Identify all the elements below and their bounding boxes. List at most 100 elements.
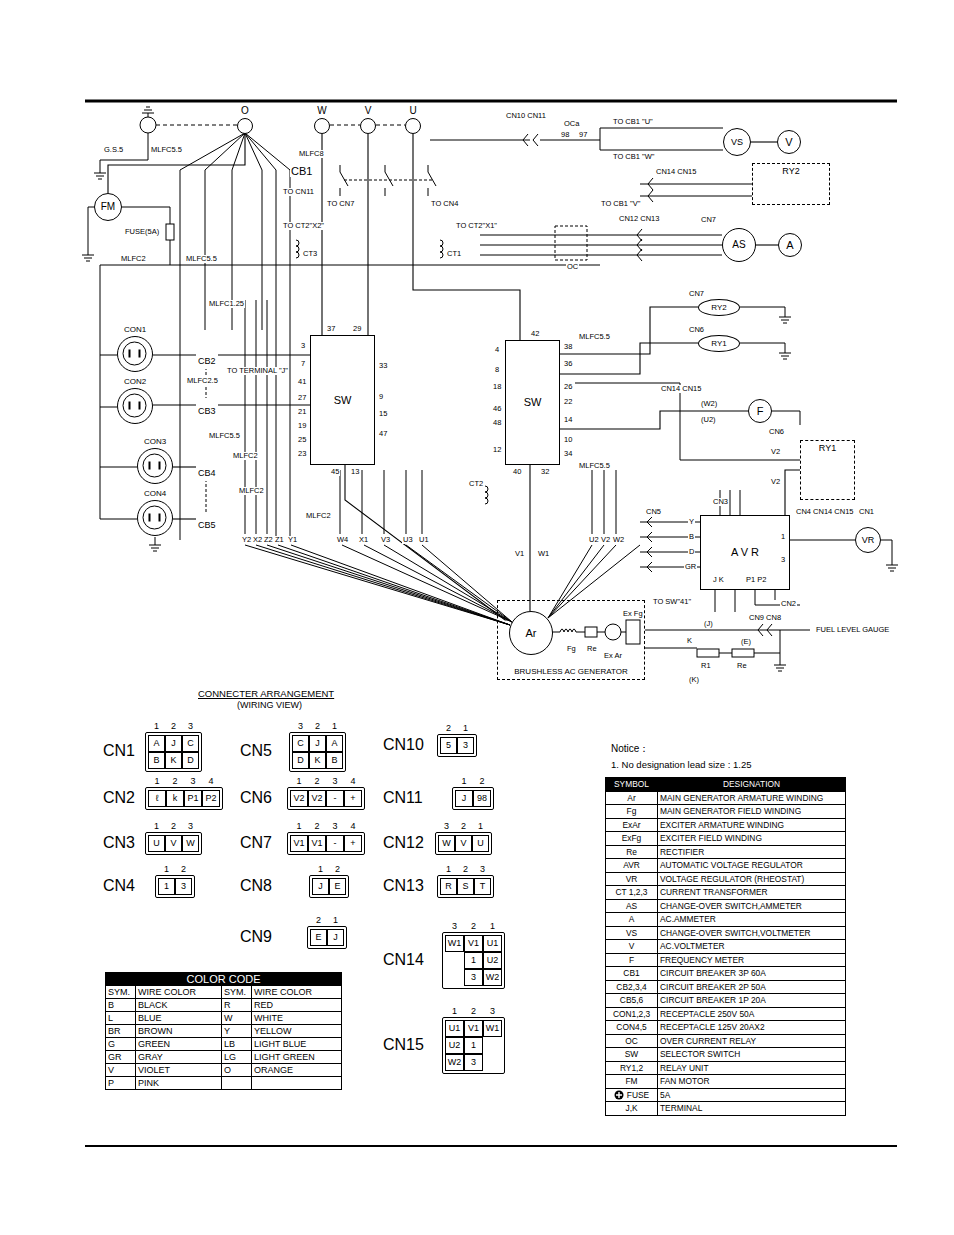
pin-cell: C	[292, 735, 309, 752]
table-text: W	[224, 1014, 233, 1023]
table-cell: LB	[222, 1038, 252, 1051]
diagram-label: 34	[564, 449, 572, 458]
terminal: U	[405, 106, 421, 134]
diagram-label: 38	[564, 342, 572, 351]
table-text: EXCITER FIELD WINDING	[660, 834, 762, 842]
table-text: LIGHT BLUE	[254, 1040, 306, 1049]
diagram-label: OCa	[564, 119, 579, 128]
diagram-label: 97	[579, 130, 587, 139]
node-text: VR	[862, 536, 875, 545]
wire-line	[592, 470, 616, 534]
diagram-label: Y2	[242, 535, 251, 544]
receptacle: CON3	[137, 438, 173, 484]
diagram-label: K	[687, 636, 692, 645]
wire-line	[340, 470, 422, 534]
node-text: FM	[101, 202, 115, 212]
diagram-label: 12	[493, 445, 501, 454]
node-text: Ar	[526, 628, 537, 639]
label-patch: TO CN4	[430, 200, 459, 208]
diagram-label: 47	[379, 429, 387, 438]
terminal-icon	[614, 1090, 624, 1100]
label-patch: Notice：	[610, 744, 650, 754]
label-patch: V2	[600, 536, 611, 544]
ammeter-switch: AS	[722, 228, 756, 262]
label-patch: 33	[378, 362, 388, 370]
table-text: BLUE	[138, 1014, 162, 1023]
receptacle-face	[123, 394, 146, 417]
table-cell: RECEPTACLE 250V 50A	[658, 1008, 846, 1022]
pin-cell: V1	[464, 935, 483, 952]
table-cell: P	[106, 1077, 136, 1090]
table-cell: AC.AMMETER	[658, 913, 846, 927]
wire-line	[648, 178, 653, 202]
table-cell: G	[106, 1038, 136, 1051]
terminal-ring	[137, 448, 173, 484]
label-patch: (E)	[740, 638, 752, 646]
wire-connector	[321, 134, 322, 335]
diagram-label: CT1	[447, 249, 461, 258]
label-patch: CT2	[468, 480, 484, 488]
label-patch: MLFC2.5	[186, 377, 219, 385]
diagram-label: X2	[253, 535, 262, 544]
table-cell: AS	[606, 900, 658, 914]
node-text: VS	[731, 138, 743, 147]
diagram-label: TO CB1 "V"	[601, 199, 640, 208]
pin-number: 3	[182, 722, 199, 731]
diagram-label: B	[689, 532, 694, 541]
diagram-label: V2	[771, 477, 780, 486]
table-text: 5A	[660, 1091, 670, 1099]
label-patch: (J)	[703, 620, 714, 628]
label-patch: 47	[378, 430, 388, 438]
terminal-ring	[405, 118, 421, 134]
wire-connector	[367, 134, 368, 335]
use-mark	[779, 312, 791, 323]
label-patch: V3	[380, 536, 391, 544]
table-text: R	[224, 1001, 231, 1010]
diagram-label: 9	[379, 392, 383, 401]
diagram-label: 26	[564, 382, 572, 391]
table-cell: CB2,3,4	[606, 981, 658, 995]
table-cell: W	[222, 1012, 252, 1025]
diagram-label: Z1	[275, 535, 284, 544]
table-cell: VS	[606, 927, 658, 941]
label-patch: CONNECTER ARRANGEMENT	[197, 689, 335, 699]
selector-switch: SW	[310, 335, 375, 465]
table-text: PINK	[138, 1079, 159, 1088]
use-mark	[82, 250, 94, 261]
pin-cell: J	[309, 735, 326, 752]
diagram-label: D	[689, 547, 694, 556]
terminal: W	[314, 106, 330, 134]
diagram-label: (U2)	[701, 415, 716, 424]
node-text: CON2	[124, 378, 146, 386]
empty-cell	[252, 1077, 342, 1090]
label-patch: W1	[537, 550, 550, 558]
selector-switch: SW	[505, 340, 560, 465]
wire-line	[640, 184, 752, 196]
terminal-ring	[314, 118, 330, 134]
label-patch: TO CN7	[326, 200, 355, 208]
pin-number: 1	[290, 777, 308, 786]
pin-cell: k	[166, 790, 184, 807]
label-patch: MLFC2	[238, 487, 265, 495]
table-cell: LIGHT GREEN	[252, 1051, 342, 1064]
label-patch: TO CT2"X1"	[455, 222, 498, 230]
diagram-label: 4	[495, 345, 499, 354]
pin-cell: C	[182, 735, 199, 752]
table-text: CHANGE-OVER SWITCH,AMMETER	[660, 902, 802, 910]
rect-mark	[166, 224, 174, 240]
label-patch: CN14 CN15	[655, 168, 697, 176]
table-text: CURRENT TRANSFORMER	[660, 888, 768, 896]
table-text: TERMINAL	[660, 1104, 702, 1112]
wire-connector	[751, 141, 777, 142]
table-cell: MAIN GENERATOR ARMATURE WINDING	[658, 792, 846, 806]
table-text: O	[224, 1066, 231, 1075]
table-cell: F	[606, 954, 658, 968]
pin-cell: B	[326, 752, 343, 769]
table-cell: AVR	[606, 859, 658, 873]
label-patch: MLFC2	[232, 452, 259, 460]
label-patch: 25	[297, 436, 307, 444]
diagram-label: X1	[359, 535, 368, 544]
wire-line	[645, 630, 810, 660]
pin-cell: 3	[464, 969, 483, 986]
table-cell: DESIGNATION	[658, 778, 846, 792]
